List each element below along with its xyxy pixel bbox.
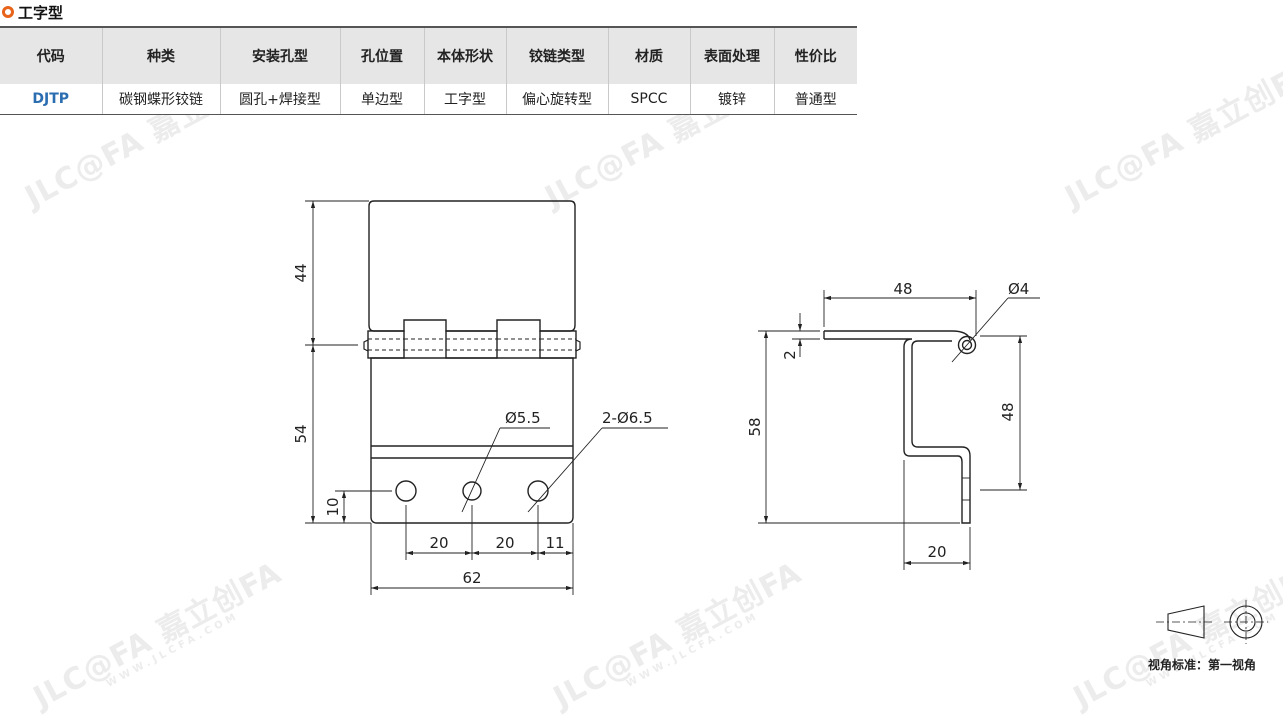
- first-angle-projection-icon: [1156, 600, 1268, 644]
- dim-label: 48: [893, 280, 912, 298]
- dim-label: 20: [495, 534, 514, 552]
- front-dim-labels: 44 54 10 20 20 11 62 Ø5.5 2-Ø6.5: [292, 263, 653, 587]
- header-cell: 性价比: [774, 26, 857, 84]
- dim-label: Ø4: [1008, 280, 1029, 298]
- header-cell: 种类: [102, 26, 221, 84]
- front-dimensions: [305, 200, 668, 595]
- front-view: [363, 200, 581, 524]
- side-dimensions: [758, 290, 1040, 570]
- header-cell: 铰链类型: [506, 26, 609, 84]
- dim-label: 20: [927, 543, 946, 561]
- side-view: [823, 330, 977, 524]
- header-cell: 材质: [608, 26, 691, 84]
- dim-label: 10: [324, 497, 342, 516]
- hole: [395, 480, 417, 502]
- section-title: 工字型: [18, 3, 64, 22]
- table-cell: 碳钢蝶形铰链: [102, 84, 221, 115]
- dim-label: 11: [545, 534, 564, 552]
- header-cell: 表面处理: [690, 26, 775, 84]
- table-cell: SPCC: [608, 84, 691, 115]
- header-cell: 本体形状: [424, 26, 507, 84]
- hole: [527, 480, 549, 502]
- table-cell: 圆孔+焊接型: [220, 84, 341, 115]
- dim-label: 44: [292, 263, 310, 282]
- dim-label: 48: [999, 402, 1017, 421]
- knuckle-middle: [445, 330, 498, 359]
- view-standard-label: 视角标准：第一视角: [1148, 658, 1257, 672]
- table-cell: 镀锌: [690, 84, 775, 115]
- header-cell: 孔位置: [340, 26, 425, 84]
- dim-label: 20: [429, 534, 448, 552]
- side-profile: [824, 330, 971, 524]
- spec-table: 代码 种类 安装孔型 孔位置 本体形状 铰链类型 材质 表面处理 性价比 DJT…: [0, 26, 857, 115]
- header-cell: 代码: [0, 26, 103, 84]
- section-header: 工字型: [2, 0, 63, 24]
- hole: [462, 481, 482, 501]
- table-row: DJTP 碳钢蝶形铰链 圆孔+焊接型 单边型 工字型 偏心旋转型 SPCC 镀锌…: [0, 84, 857, 115]
- knuckle-right: [539, 330, 577, 359]
- table-cell: 普通型: [774, 84, 857, 115]
- table-cell: 单边型: [340, 84, 425, 115]
- circle-bullet-icon: [2, 6, 14, 18]
- knuckle-left: [367, 330, 405, 359]
- side-dim-labels: 48 Ø4 2 58 48 20: [746, 280, 1029, 561]
- bottom-leaf: [370, 357, 574, 524]
- pin-circle: [957, 335, 977, 355]
- dim-label: 2-Ø6.5: [602, 409, 653, 427]
- product-code-cell[interactable]: DJTP: [0, 84, 103, 115]
- header-cell: 安装孔型: [220, 26, 341, 84]
- table-cell: 工字型: [424, 84, 507, 115]
- table-cell: 偏心旋转型: [506, 84, 609, 115]
- dim-label: 2: [781, 350, 799, 360]
- top-leaf: [368, 200, 576, 332]
- dim-label: 54: [292, 424, 310, 443]
- dim-label: 62: [462, 569, 481, 587]
- dim-label: 58: [746, 417, 764, 436]
- pin-inner: [961, 339, 973, 351]
- table-header-row: 代码 种类 安装孔型 孔位置 本体形状 铰链类型 材质 表面处理 性价比: [0, 26, 857, 84]
- technical-drawing: 44 54 10 20 20 11 62 Ø5.5 2-Ø6.5: [292, 200, 1268, 644]
- dim-label: Ø5.5: [505, 409, 541, 427]
